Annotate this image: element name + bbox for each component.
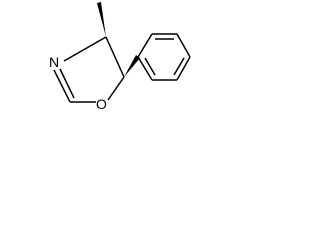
bond-n-c2-double-inner xyxy=(59,68,75,99)
chemical-structure-diagram: N O xyxy=(49,2,191,112)
bond-o-c5 xyxy=(107,76,125,101)
phenyl-double-3 xyxy=(144,57,156,76)
phenyl-bond-6 xyxy=(137,56,153,81)
bond-c5-c4 xyxy=(105,36,125,78)
phenyl-bond-3 xyxy=(176,33,191,58)
phenyl-double-2 xyxy=(173,57,185,76)
phenyl-ring xyxy=(137,33,191,81)
phenyl-bond-4 xyxy=(176,56,191,81)
wedge-bond-methyl xyxy=(97,2,106,37)
bond-c4-n xyxy=(63,36,107,62)
nitrogen-atom-label: N xyxy=(49,54,59,70)
phenyl-bond-1 xyxy=(137,33,153,58)
bond-n-c2-double xyxy=(53,69,71,103)
oxygen-atom-label: O xyxy=(96,96,107,112)
wedge-bond-phenyl xyxy=(124,55,140,77)
